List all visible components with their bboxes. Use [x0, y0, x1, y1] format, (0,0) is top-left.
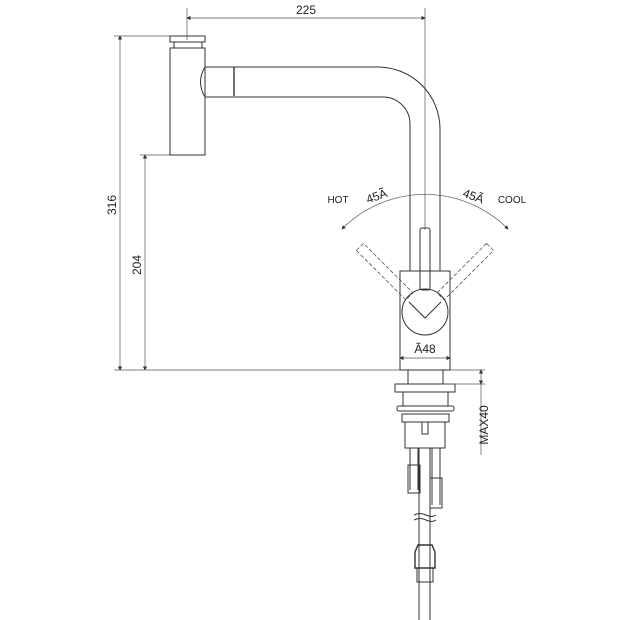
mounting-assembly	[394, 369, 456, 620]
lever-rotation: HOT 45Ã 45Ã COOL	[327, 186, 527, 301]
hot-angle: 45Ã	[364, 186, 389, 206]
hot-label: HOT	[327, 195, 348, 206]
reach-dimension: 225	[186, 3, 426, 230]
spout-height-value: 204	[130, 255, 144, 275]
spout-height-dimension: 204	[130, 154, 170, 371]
lever-handle	[419, 227, 431, 291]
height-dimension: 316	[105, 35, 170, 371]
body-diameter-value: Ã48	[414, 342, 436, 356]
reach-value: 225	[296, 3, 316, 17]
spout	[169, 35, 441, 271]
faucet-body: Ã48	[399, 227, 451, 371]
cool-angle: 45Ã	[461, 186, 486, 206]
height-value: 316	[105, 195, 119, 215]
cool-label: COOL	[498, 195, 527, 206]
max-thickness-value: MAX40	[477, 405, 491, 445]
max-thickness-dimension: MAX40	[443, 369, 491, 455]
